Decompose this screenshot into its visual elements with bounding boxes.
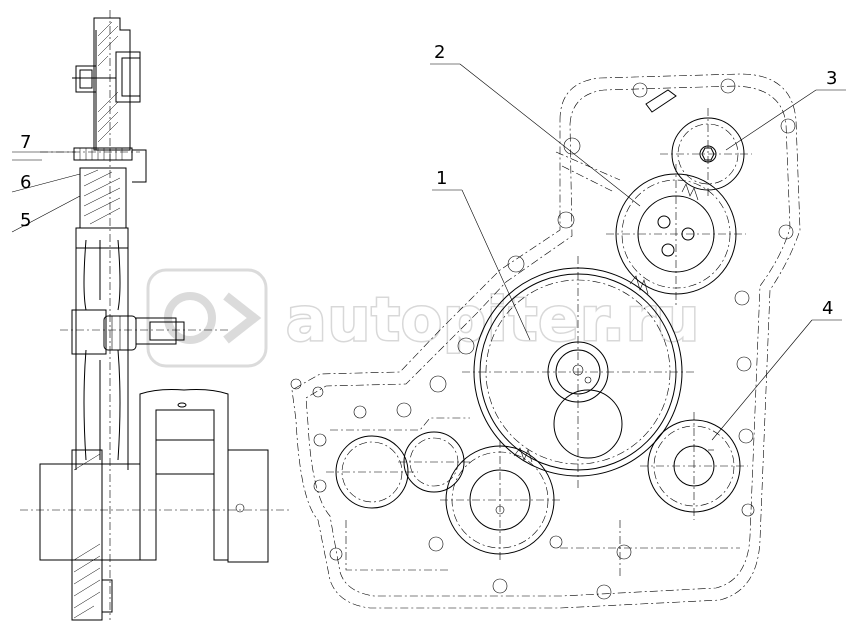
svg-text:1: 1	[436, 168, 447, 189]
svg-text:4: 4	[822, 298, 833, 319]
callout-5: 5	[11, 195, 81, 233]
front-view	[290, 73, 801, 609]
svg-text:2: 2	[434, 42, 445, 63]
callout-2: 2	[430, 42, 641, 207]
watermark-text: autopiter.ru	[286, 285, 700, 355]
section-view	[20, 10, 290, 621]
callout-3: 3	[725, 68, 846, 151]
svg-text:7: 7	[20, 132, 31, 153]
svg-text:6: 6	[20, 172, 31, 193]
callout-1: 1	[432, 168, 531, 341]
svg-text:5: 5	[20, 210, 31, 231]
callout-4: 4	[711, 298, 842, 441]
callout-7: 7	[12, 132, 76, 161]
callout-6: 6	[11, 172, 81, 193]
svg-text:3: 3	[826, 68, 837, 89]
